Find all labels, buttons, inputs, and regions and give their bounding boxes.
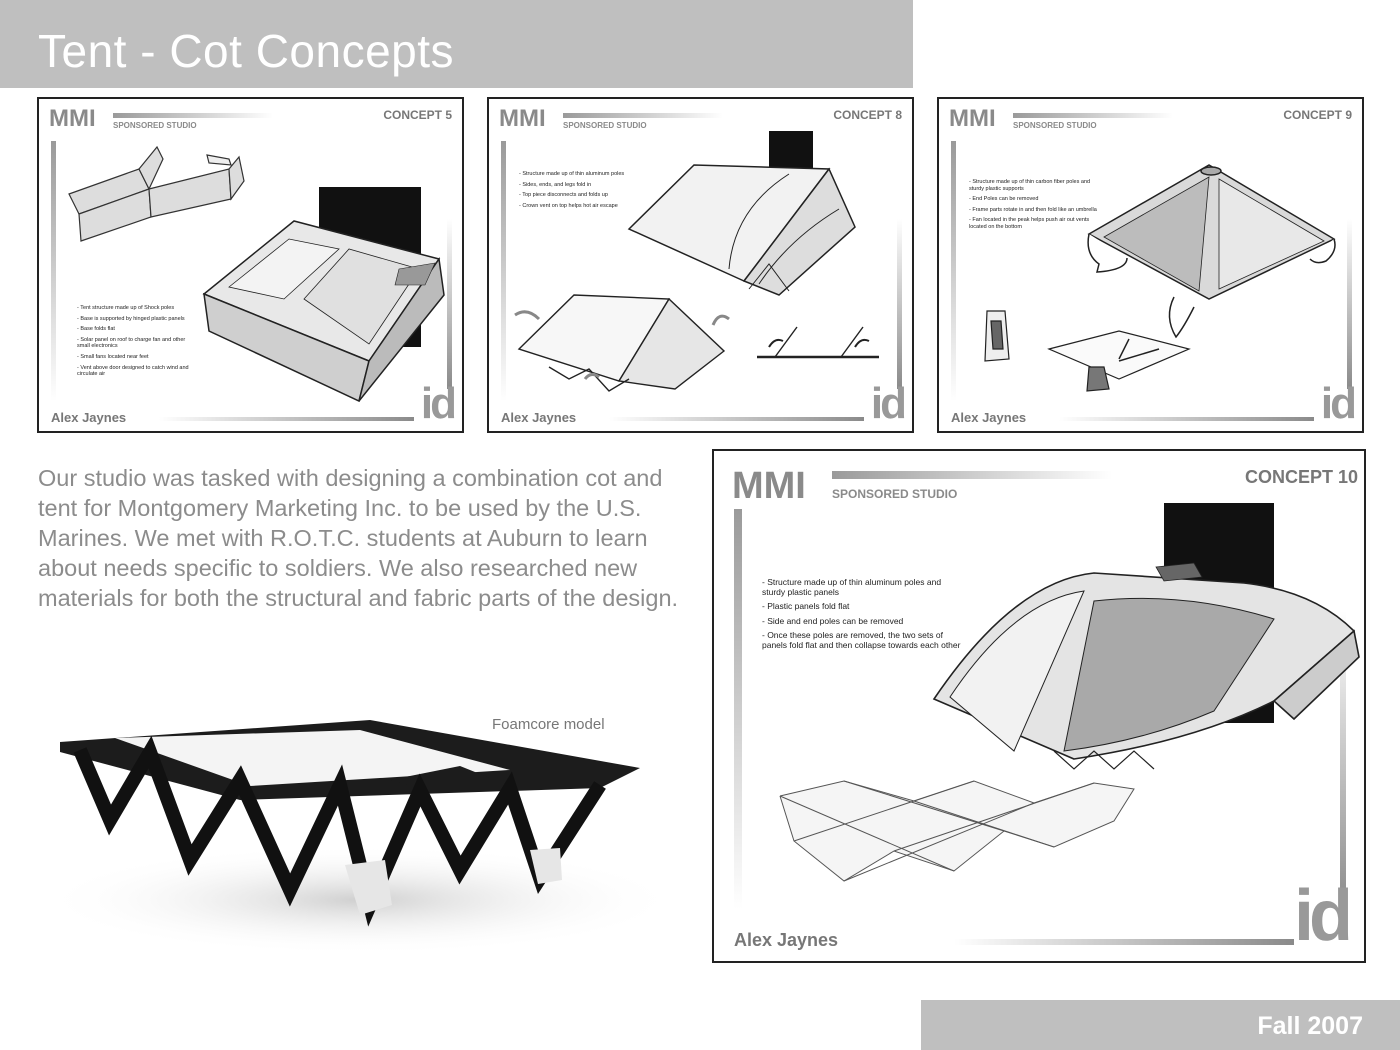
folded-frame-sketch [984, 310, 1191, 392]
side-gradient-right [1340, 611, 1346, 911]
concept-10-board: MMI SPONSORED STUDIO CONCEPT 10 - Struct… [712, 449, 1366, 963]
feature-item: - Side and end poles can be removed [762, 615, 904, 626]
side-gradient [501, 141, 506, 401]
side-gradient-right [1347, 219, 1352, 389]
feature-item: - Vent above door designed to catch wind… [77, 364, 189, 378]
footer-gradient [954, 939, 1294, 945]
author-name: Alex Jaynes [501, 410, 577, 425]
author-name: Alex Jaynes [51, 410, 127, 425]
studio-label: SPONSORED STUDIO [832, 487, 958, 501]
concept-5-sketch [68, 145, 445, 403]
intro-paragraph: Our studio was tasked with designing a c… [38, 465, 679, 611]
studio-label: SPONSORED STUDIO [563, 121, 647, 130]
foamcore-model-photo [40, 720, 680, 955]
feature-item: - Crown vent on top helps hot air escape [519, 202, 618, 209]
header-gradient [113, 113, 273, 118]
mmi-logo: MMI [49, 105, 96, 132]
id-logo: id [420, 379, 457, 428]
side-gradient [951, 141, 956, 401]
feature-item: - Small fans located near feet [77, 353, 149, 360]
page-title: Tent - Cot Concepts [38, 25, 455, 77]
feature-item: - Tent structure made up of Shock poles [77, 305, 175, 311]
concept-5-board: MMI SPONSORED STUDIO CONCEPT 5 - Tent st… [37, 97, 464, 433]
tent-sketch [202, 220, 445, 403]
author-name: Alex Jaynes [734, 930, 839, 950]
mmi-logo: MMI [499, 105, 546, 132]
tent-sketch [627, 164, 856, 296]
feature-item: - End Poles can be removed [969, 196, 1039, 203]
feature-item: - Solar panel on roof to charge fan and … [77, 336, 186, 350]
id-logo: id [870, 379, 907, 428]
folding-base-sketch [68, 145, 245, 242]
concept-label: CONCEPT 8 [833, 108, 902, 122]
id-logo: id [1294, 876, 1353, 956]
header-gradient [1013, 113, 1173, 118]
feature-item: - Frame parts rotate in and then fold li… [969, 206, 1097, 213]
id-logo: id [1320, 379, 1357, 428]
feature-item: - Structure made up of thin carbon fiber… [969, 179, 1091, 192]
concept-8-board: MMI SPONSORED STUDIO CONCEPT 8 [487, 97, 914, 433]
studio-label: SPONSORED STUDIO [1013, 121, 1097, 130]
model-caption: Foamcore model [492, 716, 605, 733]
concept-8-sketch [514, 131, 879, 392]
umbrella-tent-sketch [1087, 164, 1336, 339]
feature-item: - Plastic panels fold flat [762, 601, 850, 612]
feature-item: - Top piece disconnects and folds up [519, 192, 608, 199]
feature-list: - Tent structure made up of Shock poles … [77, 305, 197, 382]
feature-item: - Structure made up of thin aluminum pol… [762, 577, 942, 598]
feature-item: - Sides, ends, and legs fold in [519, 181, 592, 188]
concept-9-sketch [984, 164, 1336, 392]
footer-gradient [1059, 417, 1314, 421]
footer-gradient [159, 417, 414, 421]
feature-item: - Once these poles are removed, the two … [762, 629, 961, 650]
studio-label: SPONSORED STUDIO [113, 121, 197, 130]
concept-10-sketch [779, 503, 1360, 882]
concept-label: CONCEPT 10 [1244, 467, 1358, 487]
footer-gradient [609, 417, 864, 421]
side-gradient [51, 141, 56, 401]
footer-bar: Fall 2007 [921, 1000, 1400, 1050]
folded-tent-sketch [514, 294, 730, 392]
feature-item: - Structure made up of thin aluminum pol… [519, 171, 625, 177]
feature-list: - Structure made up of thin carbon fiber… [969, 179, 1099, 235]
feature-item: - Base is supported by hinged plastic pa… [77, 315, 185, 322]
feature-item: - Fan located in the peak helps push air… [969, 217, 1090, 230]
header-gradient [563, 113, 723, 118]
side-gradient-right [897, 219, 902, 389]
collapsed-frame-sketch [779, 780, 1135, 882]
concept-label: CONCEPT 9 [1283, 108, 1352, 122]
arched-tent-sketch [932, 562, 1360, 770]
author-name: Alex Jaynes [951, 410, 1027, 425]
feature-list: - Structure made up of thin aluminum pol… [762, 577, 962, 654]
side-gradient-right [447, 219, 452, 389]
title-bar: Tent - Cot Concepts [0, 0, 913, 88]
mmi-logo: MMI [949, 105, 996, 132]
hinge-diagram [757, 326, 879, 359]
feature-list: - Structure made up of thin aluminum pol… [519, 171, 639, 213]
mmi-logo: MMI [732, 465, 806, 507]
side-gradient [734, 509, 742, 909]
feature-item: - Base folds flat [77, 326, 115, 333]
concept-9-board: MMI SPONSORED STUDIO CONCEPT 9 - Structu… [937, 97, 1364, 433]
header-gradient [832, 471, 1112, 479]
term-label: Fall 2007 [1257, 1012, 1363, 1040]
concept-label: CONCEPT 5 [383, 108, 452, 122]
